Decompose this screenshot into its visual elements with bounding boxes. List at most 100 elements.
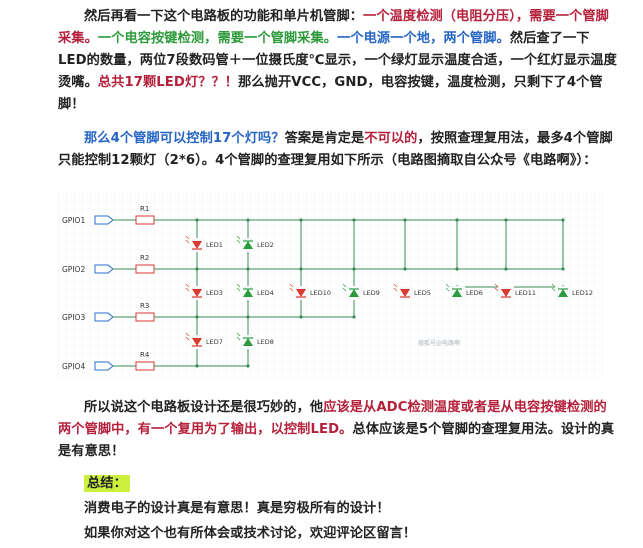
led-label: LED5 — [414, 289, 431, 297]
resistor-3 — [135, 312, 155, 322]
junction-dot — [352, 267, 356, 271]
junction-dot — [403, 218, 407, 222]
junction-dot — [352, 315, 356, 319]
junction-dot — [299, 315, 303, 319]
led-label: LED11 — [515, 289, 536, 297]
junction-dot — [561, 267, 565, 271]
led-8: LED8 — [236, 332, 274, 349]
led-12: LED12 — [551, 283, 593, 300]
text-not-possible: 不可以的 — [364, 131, 418, 146]
junction-dot — [504, 267, 508, 271]
junction-dot — [195, 315, 199, 319]
led-emit-arrows — [236, 332, 241, 341]
led-triangle — [349, 289, 359, 297]
gpio-port-symbol — [94, 361, 114, 371]
gpio-label-1: GPIO1 — [62, 216, 85, 225]
resistor-label-2: R2 — [140, 254, 149, 262]
led-emit-arrows — [185, 283, 190, 292]
led-emit-arrows — [494, 283, 499, 292]
led-9: LED9 — [342, 283, 380, 300]
led-emit-arrows — [289, 283, 294, 292]
text-temp-detect: 一个温度检测（电阻分压），需要一个管脚采集。 — [58, 9, 609, 46]
summary-line-1: 消费电子的设计真是有意思！真是穷极所有的设计！ — [84, 501, 390, 516]
paragraph-charlieplexing: 那么4个管脚可以控制17个灯吗？答案是肯定是不可以的，按照查理复用法，最多4个管… — [58, 128, 618, 172]
text-question: 那么4个管脚可以控制17个灯吗？ — [84, 131, 285, 146]
junction-dot — [299, 218, 303, 222]
junction-dot — [561, 218, 565, 222]
gpio-port-symbol — [94, 312, 114, 322]
text-answer: 答案是肯定是 — [284, 131, 365, 146]
led-triangle — [192, 338, 202, 346]
paragraph-pin-analysis: 然后再看一下这个电路板的功能和单片机管脚：一个温度检测（电阻分压），需要一个管脚… — [58, 6, 618, 116]
led-emit-arrows — [236, 235, 241, 244]
text-charlie-explain: ，按照查理复用法，最多4个管脚只能控制12颗灯（2*6）。4个管脚的查理复用如下… — [58, 131, 613, 168]
junction-dot — [195, 218, 199, 222]
summary-label: 总结： — [84, 475, 130, 492]
junction-dot — [504, 218, 508, 222]
resistor-label-3: R3 — [140, 302, 149, 310]
gpio-port-symbol — [94, 264, 114, 274]
text-17-leds: 总共17颗LED灯？？！ — [97, 75, 239, 90]
led-triangle — [558, 289, 568, 297]
resistor-4 — [135, 361, 155, 371]
text-led-count: 然后查了一下LED的数量，两位7段数码管＋一位摄氏度℃显示，一个绿灯显示温度合适… — [58, 31, 617, 90]
led-triangle — [452, 289, 462, 297]
gpio-label-4: GPIO4 — [62, 362, 85, 371]
led-7: LED7 — [185, 332, 223, 349]
led-11: LED11 — [494, 283, 536, 300]
led-triangle — [400, 289, 410, 297]
led-label: LED4 — [257, 289, 274, 297]
led-label: LED2 — [257, 241, 274, 249]
led-6: LED6 — [445, 283, 483, 300]
junction-dot — [246, 218, 250, 222]
led-triangle — [501, 289, 511, 297]
led-triangle — [243, 289, 253, 297]
junction-dot — [299, 267, 303, 271]
gpio-label-3: GPIO3 — [62, 313, 85, 322]
summary-line-2: 如果你对这个也有所体会或技术讨论，欢迎评论区留言！ — [84, 526, 417, 541]
watermark: 搜狐号@电路啊 — [418, 339, 460, 347]
led-triangle — [243, 338, 253, 346]
text-conclusion-highlight: 应该是从ADC检测温度或者是从电容按键检测的两个管脚中，有一个复用为了输出，以控… — [58, 400, 607, 437]
junction-dot — [246, 364, 250, 368]
resistor-2 — [135, 264, 155, 274]
led-emit-arrows — [185, 235, 190, 244]
led-2: LED2 — [236, 235, 274, 252]
led-label: LED7 — [206, 338, 223, 346]
led-triangle — [192, 241, 202, 249]
resistor-label-1: R1 — [140, 205, 149, 213]
led-emit-arrows — [551, 283, 556, 292]
junction-dot — [195, 364, 199, 368]
resistor-1 — [135, 215, 155, 225]
led-5: LED5 — [393, 283, 431, 300]
led-emit-arrows — [445, 283, 450, 292]
led-triangle — [243, 241, 253, 249]
led-emit-arrows — [236, 283, 241, 292]
led-4: LED4 — [236, 283, 274, 300]
summary-heading: 总结： — [84, 473, 284, 495]
paragraph-conclusion: 所以说这个电路板设计还是很巧妙的，他应该是从ADC检测温度或者是从电容按键检测的… — [58, 397, 618, 463]
led-label: LED3 — [206, 289, 223, 297]
led-emit-arrows — [393, 283, 398, 292]
led-label: LED9 — [363, 289, 380, 297]
led-label: LED8 — [257, 338, 274, 346]
text-conclusion-end: 总体应该是5个管脚的查理复用法。设计的真是有意思！ — [58, 422, 615, 459]
led-emit-arrows — [185, 332, 190, 341]
text-intro: 然后再看一下这个电路板的功能和单片机管脚： — [84, 9, 364, 24]
junction-dot — [246, 267, 250, 271]
led-emit-arrows — [342, 283, 347, 292]
text-4-pins: 那么抛开VCC，GND，电容按键，温度检测，只剩下了4个管脚！ — [58, 75, 603, 112]
junction-dot — [352, 218, 356, 222]
led-1: LED1 — [185, 235, 223, 252]
junction-dot — [403, 267, 407, 271]
gpio-port-symbol — [94, 215, 114, 225]
text-cap-key: 一个电容按键检测，需要一个管脚采集。 — [97, 31, 338, 46]
gpio-label-2: GPIO2 — [62, 265, 85, 274]
junction-dot — [455, 218, 459, 222]
text-conclusion-start: 所以说这个电路板设计还是很巧妙的，他 — [84, 400, 324, 415]
led-triangle — [296, 289, 306, 297]
led-label: LED12 — [572, 289, 593, 297]
led-label: LED6 — [466, 289, 483, 297]
junction-dot — [455, 267, 459, 271]
